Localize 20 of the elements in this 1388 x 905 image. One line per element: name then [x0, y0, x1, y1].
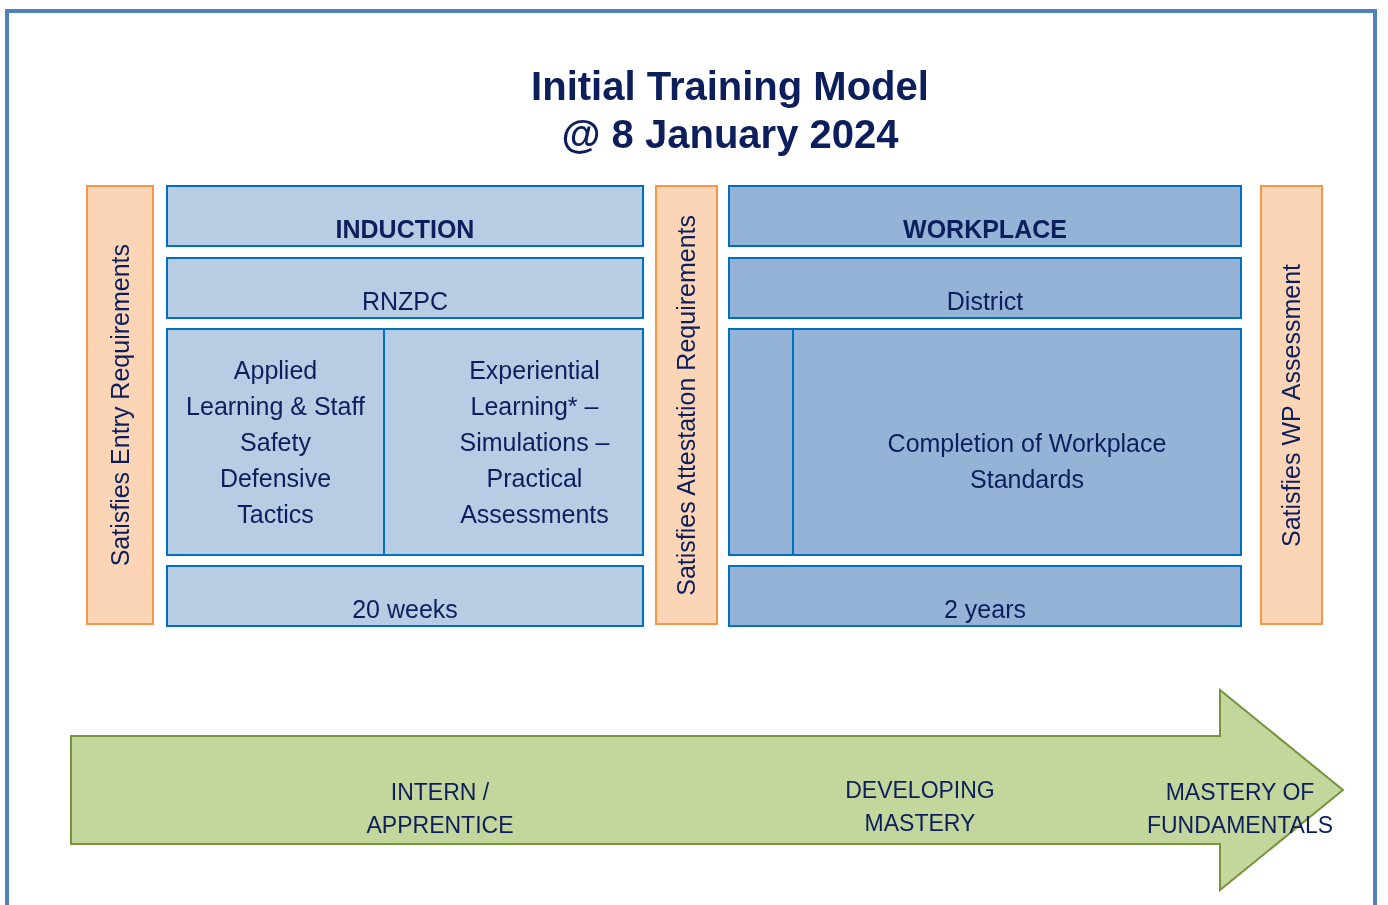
vertical-label: Satisfies WP Assessment — [1277, 263, 1306, 547]
heading-box: INDUCTION — [166, 185, 644, 247]
text-box: Experiential Learning* – Simulations – Practical Assessments — [383, 328, 644, 556]
stage-label: DEVELOPING MASTERY — [844, 776, 996, 838]
text-box: Completion of Workplace Standards — [792, 328, 1242, 556]
vertical-label: Satisfies Entry Requirements — [105, 243, 135, 567]
empty-box — [728, 328, 794, 556]
requirement-band — [86, 185, 154, 625]
text-box: 20 weeks — [166, 565, 644, 627]
heading-box: WORKPLACE — [728, 185, 1242, 247]
requirement-band — [655, 185, 718, 625]
text-box: RNZPC — [166, 257, 644, 319]
text-box: 2 years — [728, 565, 1242, 627]
requirement-band — [1260, 185, 1323, 625]
stage-label: INTERN / APPRENTICE — [365, 778, 515, 840]
diagram-title: Initial Training Model @ 8 January 2024 — [530, 63, 930, 158]
text-box: District — [728, 257, 1242, 319]
stage-label: MASTERY OF FUNDAMENTALS — [1145, 778, 1335, 840]
text-box: Applied Learning & Staff Safety Defensive Tactics — [166, 328, 385, 556]
vertical-label: Satisfies Attestation Requirements — [672, 214, 701, 596]
